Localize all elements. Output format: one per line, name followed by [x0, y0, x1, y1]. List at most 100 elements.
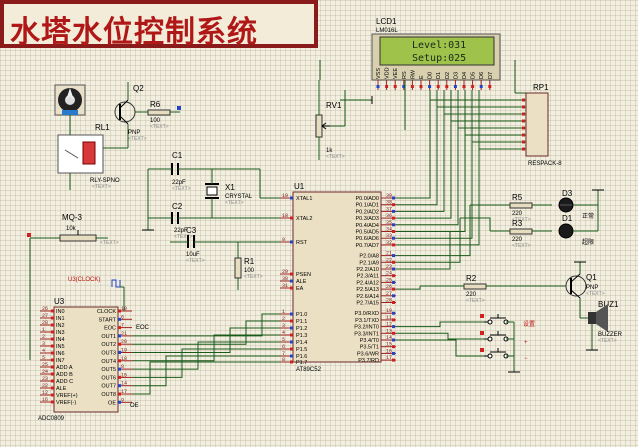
u3-ref: U3	[54, 297, 65, 306]
rv1-value: 1k	[326, 148, 333, 154]
u3-pin-name: IN6	[56, 351, 65, 357]
u1-pin-name: P3.5/T1	[360, 345, 379, 351]
u3-pin-number: 6	[121, 314, 124, 320]
u1-pin-name: P1.2	[296, 326, 307, 332]
q2-text: <TEXT>	[128, 136, 147, 142]
q2[interactable]: Q2 PNP <TEXT>	[103, 82, 147, 149]
u1-pin-number: 28	[386, 298, 392, 304]
r1-ref: R1	[244, 257, 255, 266]
minus-button-label: −	[524, 356, 528, 362]
c1[interactable]: C1 22pF <TEXT>	[148, 151, 293, 199]
lcd-pin-label: RW	[410, 69, 416, 79]
mq3-value: 10k	[66, 226, 77, 232]
u1-pin-number: 13	[386, 328, 392, 334]
mq3[interactable]: MQ-3 10k <TEXT>	[27, 213, 119, 360]
u3-pin-number: 18	[121, 356, 127, 362]
u3-pin-number: 22	[42, 383, 48, 389]
u1-pin-number: 17	[386, 355, 392, 361]
rv1[interactable]: RV1 1k <TEXT>	[315, 80, 346, 160]
q1-ref: Q1	[586, 273, 597, 282]
c1-value: 22pF	[172, 180, 186, 186]
r6-ref: R6	[150, 100, 161, 109]
u1-pin-number: 3	[282, 323, 285, 329]
r5-text: <TEXT>	[512, 217, 531, 223]
lcd-pin-label: D3	[453, 72, 459, 79]
r2-value: 220	[466, 292, 477, 298]
u1-pin-number: 12	[386, 322, 392, 328]
u1-pin-name: P1.6	[296, 354, 307, 360]
u3-pin-number: 5	[42, 355, 45, 361]
u3-pin-number: 28	[42, 320, 48, 326]
u1-pin-name: RST	[296, 240, 308, 246]
r6-text: <TEXT>	[150, 124, 169, 130]
u3-pin-number: 17	[121, 389, 127, 395]
c2[interactable]: C2 22pF <TEXT>	[142, 169, 293, 240]
u1-pin-name: ALE	[296, 279, 307, 285]
u3-pin-name: ADD C	[56, 379, 73, 385]
u1-pin-name: P3.4/T0	[360, 338, 379, 344]
u1-pin-name: P0.1/AD1	[355, 203, 379, 209]
u3-pin-name: IN4	[56, 337, 65, 343]
d1[interactable]: D1 超限	[558, 189, 604, 246]
rl1-part: RLY-SPNO	[90, 178, 120, 184]
buttons[interactable]: 设置 + −	[396, 314, 535, 373]
r6[interactable]: R6 100 <TEXT>	[135, 100, 181, 130]
u1-pin-number: 30	[282, 276, 288, 282]
plus-button-label: +	[524, 340, 528, 346]
r3-value: 220	[512, 237, 523, 243]
u3-pin-number: 7	[121, 323, 124, 329]
r1[interactable]: R1 100 <TEXT>	[234, 242, 263, 290]
r3[interactable]: R3 220 <TEXT>	[490, 219, 552, 249]
r6-value: 100	[150, 118, 161, 124]
q1[interactable]: Q1 PNP <TEXT>	[565, 261, 605, 318]
r2-text: <TEXT>	[466, 298, 485, 304]
u3-pin-number: 8	[121, 364, 124, 370]
buz1[interactable]: BUZ1 BUZZER <TEXT>	[580, 300, 623, 351]
u1-pin-number: 5	[282, 337, 285, 343]
u1-pin-name: P0.2/AD2	[355, 209, 379, 215]
u1-pin-name: P1.0	[296, 312, 307, 318]
clock-source[interactable]: U3(CLOCK)	[68, 277, 125, 312]
r1-value: 100	[244, 268, 255, 274]
r2[interactable]: R2 220 <TEXT>	[420, 274, 566, 304]
u3-pin-name: ALE	[56, 386, 67, 392]
c3[interactable]: C3 10uF <TEXT>	[170, 226, 293, 264]
c1-text: <TEXT>	[172, 186, 191, 192]
u1-pin-name: P3.7/RD	[358, 358, 379, 364]
u3-pin-number: 16	[42, 397, 48, 403]
u1-pin-name: P3.1/TXD	[355, 318, 379, 324]
lcd1-part: LM016L	[376, 28, 398, 34]
lcd-pin-label: VEE	[393, 68, 399, 79]
d3[interactable]: D3 正常	[558, 189, 598, 220]
rp1[interactable]: RP1 RESPACK-8	[484, 60, 562, 167]
u1-pin-name: P2.6/A14	[356, 294, 379, 300]
u1-pin-name: P3.3/INT1	[354, 331, 379, 337]
r5[interactable]: R5 220 <TEXT>	[490, 193, 552, 223]
rl1-ref: RL1	[95, 123, 110, 132]
lcd-line2: Setup:025	[412, 53, 466, 64]
u1-pin-number: 10	[386, 308, 392, 314]
u1-pin-name: P3.2/INT0	[354, 325, 379, 331]
lcd-pin-label: D5	[471, 72, 477, 79]
u1-pin-name: P1.3	[296, 333, 307, 339]
u1-pin-name: P0.0/AD0	[355, 196, 379, 202]
u1-pin-number: 38	[386, 200, 392, 206]
u3-pin-name: ADD B	[56, 372, 73, 378]
u3-pin-number: 24	[42, 369, 48, 375]
u3-pin-number: 2	[42, 334, 45, 340]
x1[interactable]: X1 CRYSTAL <TEXT>	[205, 169, 253, 218]
u1-pin-number: 4	[282, 330, 285, 336]
rl1-text: <TEXT>	[92, 184, 111, 190]
u3-pin-name: OUT6	[101, 375, 116, 381]
u1-pin-name: P1.1	[296, 319, 307, 325]
u1-pin-number: 27	[386, 291, 392, 297]
rl1[interactable]: RL1 RLY-SPNO <TEXT>	[57, 115, 120, 190]
u3-pin-name: IN2	[56, 323, 65, 329]
buz1-text: <TEXT>	[598, 338, 617, 344]
u3-pin-number: 1	[42, 327, 45, 333]
